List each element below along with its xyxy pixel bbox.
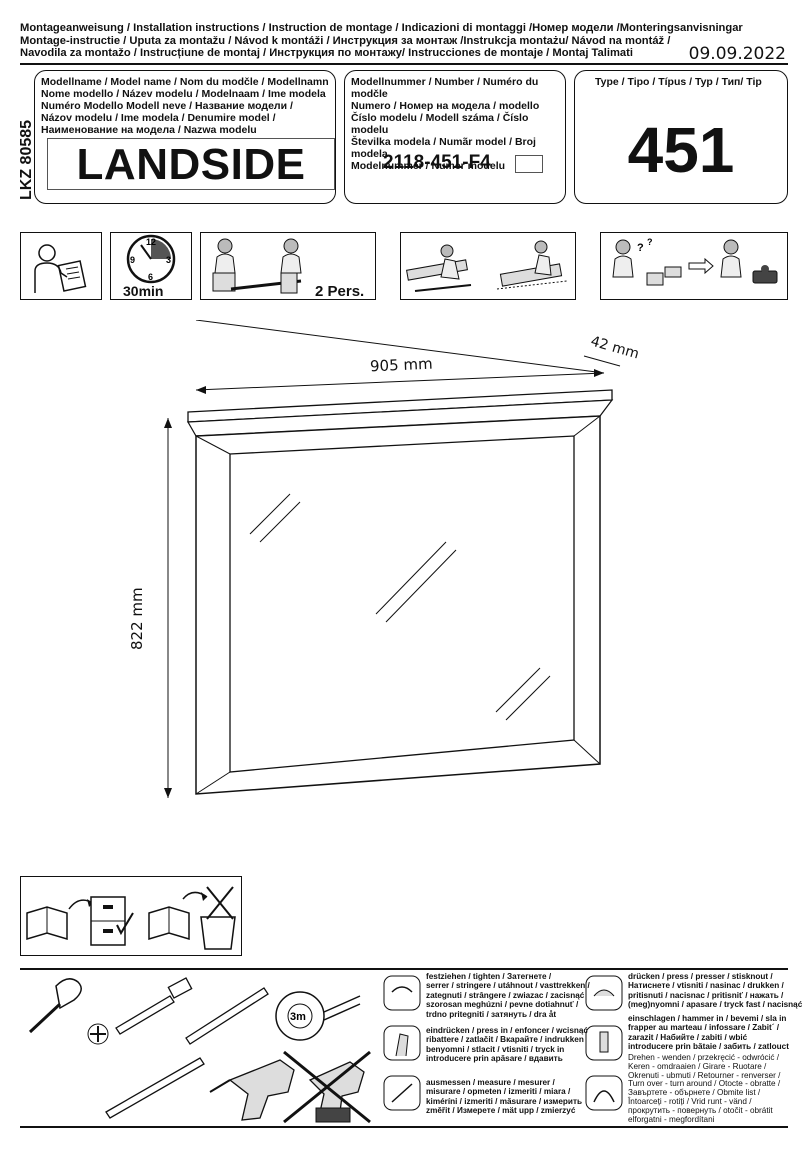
type-label: Type / Tipo / Típus / Typ / Тип/ Tip xyxy=(595,76,762,88)
header-line-1: Montageanweisung / Installation instruct… xyxy=(20,22,743,34)
pencil-icon xyxy=(185,987,269,1045)
model-number-value: 2118-451-F4 xyxy=(383,152,491,173)
type-value: 451 xyxy=(627,114,735,186)
header-divider xyxy=(20,63,788,65)
svg-text:?: ? xyxy=(637,242,644,254)
cordless-drill-crossed-icon xyxy=(283,1050,371,1124)
call-for-help-icon: ? ? xyxy=(612,237,778,286)
clock-number-3: 3 xyxy=(166,255,171,265)
persons-label: 2 Pers. xyxy=(315,283,365,300)
read-instructions-panel xyxy=(20,232,102,300)
spirit-level-icon xyxy=(105,1057,205,1119)
model-name-label: Modellname / Model name / Nom du modčle … xyxy=(41,76,329,136)
legend-turn: Drehen - wenden / przekręcić - odwrócić … xyxy=(628,1053,781,1124)
tighten-icon xyxy=(383,975,421,1011)
clock-icon: 12 3 6 9 xyxy=(126,234,176,284)
screwdriver-icon xyxy=(28,978,82,1034)
model-number-blank xyxy=(515,155,543,173)
depth-dimension-line xyxy=(583,355,621,367)
persons-panel: 2 Pers. xyxy=(200,232,376,300)
help-panel: ? ? xyxy=(600,232,788,300)
model-name-value: LANDSIDE xyxy=(47,138,335,190)
time-panel: 12 3 6 9 30min xyxy=(110,232,192,300)
mirror-diagram xyxy=(164,320,621,798)
drill-icon xyxy=(209,1059,295,1121)
mirror-glass xyxy=(229,435,575,773)
legend-hammer: einschlagen / hammer in / bevemi / sla i… xyxy=(628,1014,789,1052)
tape-measure-icon: 3m xyxy=(275,991,361,1041)
legend-measure: ausmessen / measure / mesurer / misurare… xyxy=(426,1078,582,1116)
svg-text:?: ? xyxy=(647,237,653,247)
disposal-panel xyxy=(20,876,242,956)
keep-and-dispose-icon xyxy=(26,886,236,950)
height-dimension-label: 822 mm xyxy=(128,587,146,650)
tools-illustration: 3m xyxy=(28,977,371,1124)
type-box: Type / Tipo / Típus / Typ / Тип/ Tip 451 xyxy=(574,70,788,204)
tools-divider-top xyxy=(20,968,788,970)
two-persons-icon xyxy=(212,238,302,294)
hammer-icon xyxy=(115,977,193,1035)
time-label: 30min xyxy=(123,283,164,299)
legend-press-in: eindrücken / press in / enfoncer / wcisn… xyxy=(426,1026,588,1064)
clock-number-9: 9 xyxy=(130,255,135,265)
model-number-label: Modellnummer / Number / Numéro du modčle… xyxy=(351,76,540,172)
clock-number-6: 6 xyxy=(148,272,153,282)
model-name-box: Modellname / Model name / Nom du modčle … xyxy=(34,70,336,204)
width-arrow-left xyxy=(196,386,206,394)
assemble-on-floor-panel xyxy=(400,232,576,300)
header-titles: Montageanweisung / Installation instruct… xyxy=(20,22,790,60)
turn-over-icon xyxy=(585,1075,623,1111)
legend-press: drücken / press / presser / stisknout / … xyxy=(628,972,803,1010)
legend-icons-left xyxy=(383,975,421,1111)
width-arrow-right xyxy=(594,369,604,377)
reading-person-icon xyxy=(34,244,87,293)
legend-icons-right xyxy=(585,975,623,1111)
assembly-on-floor-icon xyxy=(406,240,568,292)
header-line-3: Navodila za montažo / Instrucțiune de mo… xyxy=(20,47,633,60)
clock-number-12: 12 xyxy=(146,237,156,247)
legend-tighten: festziehen / tighten / Затегнете / serre… xyxy=(426,972,590,1019)
model-number-box: Modellnummer / Number / Numéro du modčle… xyxy=(344,70,566,204)
width-dimension-line xyxy=(195,320,605,374)
width-dimension-label: 905 mm xyxy=(369,354,433,376)
tape-measure-label: 3m xyxy=(290,1011,306,1023)
header-line-2: Montage-instructie / Uputa za montažu / … xyxy=(20,34,671,47)
document-date: 09.09.2022 xyxy=(688,44,786,64)
phillips-bit-icon xyxy=(87,1023,109,1045)
tools-divider-bottom xyxy=(20,1126,788,1128)
